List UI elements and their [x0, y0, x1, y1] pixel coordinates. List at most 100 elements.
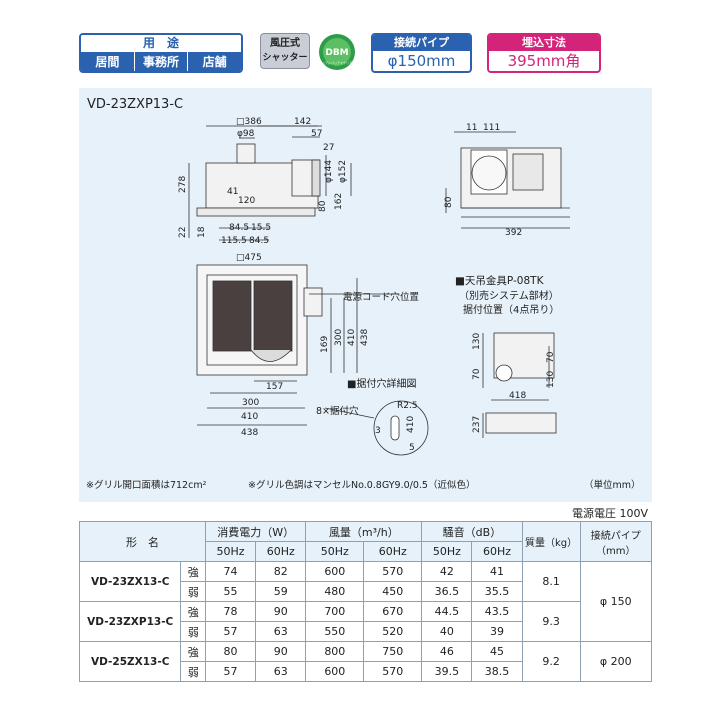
- mass-cell: 9.2: [521, 641, 581, 682]
- header-p60: 60Hz: [255, 541, 307, 562]
- power-60: 82: [255, 561, 307, 582]
- dbm-label: DBM: [325, 48, 348, 58]
- dim-22: 22: [178, 227, 188, 238]
- power-50: 74: [204, 561, 257, 582]
- detail-410: 410: [406, 416, 416, 433]
- power-50: 80: [204, 641, 257, 662]
- power-50: 55: [204, 581, 257, 602]
- table-row: 弱 55 59 480 450 36.5 35.5: [80, 581, 652, 602]
- hanger-sub2: 据付位置（4点吊り）: [463, 303, 559, 316]
- table-header-row: 形 名 消費電力（W） 風量（m³/h） 騒音（dB） 質量（kg） 接続パイプ…: [79, 521, 653, 562]
- noise-60: 45: [471, 641, 523, 662]
- power-60: 90: [255, 641, 307, 662]
- airflow-50: 600: [305, 561, 365, 582]
- dim-80: 80: [318, 200, 328, 212]
- header-power: 消費電力（W）: [204, 521, 307, 542]
- power-50: 57: [204, 621, 257, 642]
- detail-r2-5: R2.5: [397, 401, 418, 411]
- pipe-value: φ150mm: [387, 52, 456, 70]
- shutter-badge: 風圧式 シャッター: [260, 33, 310, 69]
- use-items: 居間 事務所 店舗: [81, 52, 241, 71]
- dim-162: 162: [334, 193, 344, 210]
- dbm-logo-icon: DBM デュアルバリアマテリアル: [319, 34, 355, 70]
- dim-84-5-b: 84.5: [249, 236, 269, 246]
- dim-11: 11: [466, 123, 477, 133]
- noise-50: 40: [421, 621, 473, 642]
- dim-side-80: 80: [444, 196, 454, 208]
- dim-v438: 438: [360, 329, 370, 346]
- dim-410: 410: [241, 412, 258, 422]
- header-p50: 50Hz: [204, 541, 257, 562]
- noise-60: 43.5: [471, 601, 523, 622]
- embed-label: 埋込寸法: [489, 35, 599, 51]
- shutter-label-1: 風圧式: [270, 38, 300, 49]
- mass-cell: 9.3: [521, 601, 581, 642]
- mode-cell: 弱: [180, 661, 206, 682]
- noise-50: 36.5: [421, 581, 473, 602]
- table-row: VD-23ZX13-C 強 74 82 600 570 42 41 8.1 φ …: [78, 561, 653, 642]
- header-a60: 60Hz: [363, 541, 423, 562]
- embed-value: 395mm角: [507, 52, 581, 70]
- dim-278: 278: [178, 176, 188, 193]
- header-n60: 60Hz: [471, 541, 523, 562]
- table-row: VD-25ZX13-C 強 80 90 800 750 46 45 9.2 φ …: [78, 641, 653, 682]
- power-60: 63: [255, 621, 307, 642]
- noise-60: 38.5: [471, 661, 523, 682]
- mount-detail-label: ■据付穴詳細図: [347, 377, 416, 390]
- airflow-60: 670: [363, 601, 423, 622]
- hanger-237: 237: [472, 416, 482, 433]
- embed-badge: 埋込寸法 395mm角: [487, 33, 601, 73]
- dim-phi152: φ152: [338, 160, 348, 183]
- airflow-60: 570: [363, 661, 423, 682]
- noise-50: 39.5: [421, 661, 473, 682]
- power-60: 59: [255, 581, 307, 602]
- dim-v410: 410: [347, 329, 357, 346]
- mass-cell: 8.1: [521, 561, 581, 602]
- airflow-50: 480: [305, 581, 365, 602]
- dim-120: 120: [238, 196, 255, 206]
- airflow-60: 570: [363, 561, 423, 582]
- hanger-130-a: 130: [472, 333, 482, 350]
- hanger-title: ■天吊金具P-08TK: [455, 274, 545, 287]
- dim-142: 142: [294, 117, 311, 127]
- airflow-50: 550: [305, 621, 365, 642]
- hanger-sub1: （別売システム部材）: [459, 289, 559, 302]
- note-grille-area: ※グリル開口面積は712cm²: [86, 480, 207, 491]
- use-item-living: 居間: [81, 52, 135, 71]
- noise-60: 39: [471, 621, 523, 642]
- detail-3: 3: [375, 426, 381, 436]
- model-cell: VD-23ZX13-C: [78, 561, 182, 602]
- header-mass: 質量（kg）: [521, 521, 581, 562]
- cord-hole-label: 電源コード穴位置: [343, 291, 419, 303]
- model-cell: VD-23ZXP13-C: [78, 601, 182, 642]
- noise-60: 35.5: [471, 581, 523, 602]
- table-subheader-row: 50Hz 60Hz 50Hz 60Hz 50Hz 60Hz: [80, 541, 652, 562]
- mount-holes-label: 8×据付穴: [316, 405, 359, 417]
- dim-15-5: 15.5: [251, 223, 271, 233]
- header-noise: 騒音（dB）: [421, 521, 523, 542]
- mode-cell: 強: [180, 601, 206, 622]
- table-row: 弱 57 63 600 570 39.5 38.5: [80, 661, 652, 682]
- header-n50: 50Hz: [421, 541, 473, 562]
- shutter-label-2: シャッター: [262, 53, 308, 63]
- airflow-50: 800: [305, 641, 365, 662]
- pipe-cell: φ 200: [579, 641, 653, 682]
- airflow-50: 700: [305, 601, 365, 622]
- note-unit: （単位mm）: [584, 480, 641, 491]
- airflow-60: 450: [363, 581, 423, 602]
- pipe-badge: 接続パイプ φ150mm: [371, 33, 472, 73]
- dim-157: 157: [266, 382, 283, 392]
- airflow-50: 600: [305, 661, 365, 682]
- dbm-sub: デュアルバリアマテリアル: [319, 60, 355, 65]
- hanger-130-b: 130: [546, 371, 556, 388]
- mode-cell: 弱: [180, 581, 206, 602]
- dim-386: □386: [236, 117, 262, 127]
- noise-50: 44.5: [421, 601, 473, 622]
- hanger-418: 418: [509, 391, 526, 401]
- noise-60: 41: [471, 561, 523, 582]
- dim-438: 438: [241, 428, 258, 438]
- dim-392: 392: [505, 228, 522, 238]
- dim-57: 57: [311, 129, 322, 139]
- dim-475: □475: [236, 253, 262, 263]
- dim-84-5-a: 84.5: [229, 223, 249, 233]
